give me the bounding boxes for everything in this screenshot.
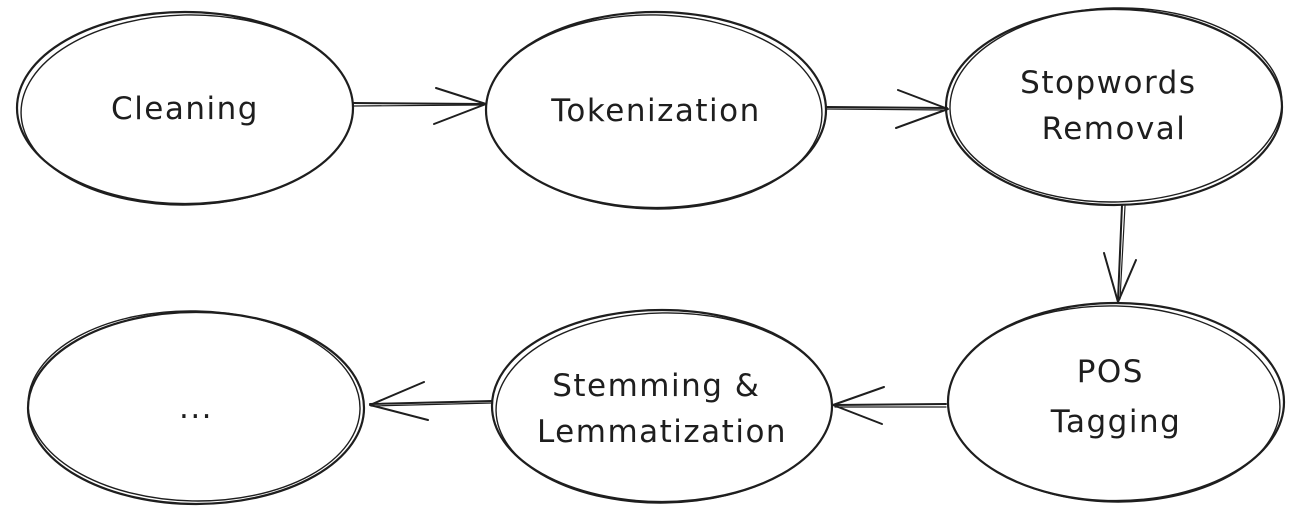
node-tokenization: Tokenization bbox=[484, 10, 828, 210]
node-cleaning: Cleaning bbox=[15, 10, 355, 206]
node-stopwords-line-1: Stopwords bbox=[1020, 65, 1196, 101]
node-more-label: ... bbox=[179, 390, 213, 426]
node-pos-tagging-line-1: POS bbox=[1077, 354, 1144, 390]
edge-cleaning-to-tokenization bbox=[353, 87, 487, 125]
node-pos-tagging: POS Tagging bbox=[946, 301, 1286, 503]
edge-stopwords-to-pos bbox=[1103, 204, 1137, 303]
arrowhead-icon bbox=[895, 89, 949, 129]
node-cleaning-label: Cleaning bbox=[111, 91, 259, 127]
arrowhead-icon bbox=[369, 381, 429, 421]
edge-stemming-to-more bbox=[369, 381, 493, 421]
arrowhead-icon bbox=[832, 386, 885, 425]
node-stemming-label: Stemming & Lemmatization bbox=[537, 368, 787, 450]
node-pos-tagging-line-2: Tagging bbox=[1050, 404, 1182, 440]
node-more: ... bbox=[26, 310, 366, 506]
node-stemming: Stemming & Lemmatization bbox=[490, 308, 834, 504]
arrowhead-icon bbox=[433, 87, 487, 125]
edge-tokenization-to-stopwords bbox=[826, 89, 949, 129]
node-more-line-1: ... bbox=[179, 390, 213, 426]
node-stemming-line-1: Stemming & bbox=[552, 368, 760, 404]
node-cleaning-line-1: Cleaning bbox=[111, 91, 259, 127]
node-tokenization-line-1: Tokenization bbox=[550, 93, 760, 129]
edge-pos-to-stemming bbox=[832, 386, 947, 425]
arrowhead-icon bbox=[1103, 252, 1137, 303]
node-stopwords: Stopwords Removal bbox=[944, 7, 1284, 207]
node-stopwords-label: Stopwords Removal bbox=[1020, 65, 1208, 147]
node-stemming-line-2: Lemmatization bbox=[537, 414, 787, 450]
node-pos-tagging-label: POS Tagging bbox=[1050, 354, 1182, 440]
node-stopwords-line-2: Removal bbox=[1042, 111, 1187, 147]
node-tokenization-label: Tokenization bbox=[550, 93, 760, 129]
